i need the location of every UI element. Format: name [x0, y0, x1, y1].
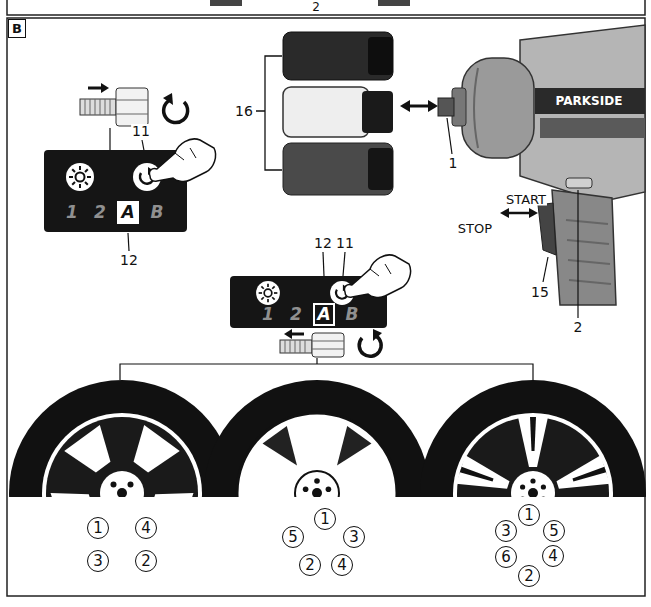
- sequence-number: 2: [524, 569, 534, 584]
- mode-letter: A: [317, 306, 330, 323]
- mode-number: B: [151, 204, 164, 221]
- sequence-number: 3: [349, 530, 359, 545]
- panel-frame: [7, 18, 645, 596]
- sequence-number: 3: [93, 554, 103, 569]
- sequence-number: 4: [141, 521, 151, 536]
- part-number: 2: [311, 1, 321, 13]
- sequence-circle: 4: [331, 554, 353, 576]
- mode-number: 2: [94, 204, 106, 221]
- sequence-number: 3: [501, 524, 511, 539]
- mode-letter: A: [121, 204, 134, 221]
- callout-number: 11: [335, 236, 355, 250]
- callout-number: 1: [448, 156, 459, 170]
- sequence-number: 1: [320, 512, 330, 527]
- mode-number: B: [346, 306, 359, 323]
- sequence-circle: 3: [343, 526, 365, 548]
- display-panel: 12 BA: [44, 150, 187, 232]
- sequence-circle: 5: [282, 526, 304, 548]
- display-panel: 12 BA: [230, 276, 387, 328]
- prev-frame: [7, 0, 645, 15]
- sequence-circle: 1: [518, 504, 540, 526]
- sequence-number: 4: [337, 558, 347, 573]
- sequence-circle: 2: [518, 565, 540, 587]
- sequence-circle: 2: [135, 550, 157, 572]
- sequence-circle: 4: [135, 517, 157, 539]
- direction-label: START: [505, 193, 547, 206]
- mode-number: 2: [290, 306, 302, 323]
- panel-icons: [230, 276, 387, 328]
- callout-number: 12: [119, 253, 139, 267]
- callout-number: 16: [234, 104, 254, 118]
- leader-lines: [110, 118, 578, 380]
- wheels: [9, 380, 646, 497]
- sequence-number: 6: [501, 550, 511, 565]
- wheel-bolt: [280, 329, 382, 357]
- sequence-circle: 6: [495, 546, 517, 568]
- mode-box: A: [313, 303, 335, 326]
- trigger-arrow: [500, 208, 538, 218]
- brand-name: PARKSIDE: [556, 95, 623, 107]
- mode-number: 1: [66, 204, 78, 221]
- sequence-circle: 3: [87, 550, 109, 572]
- callout-number: 12: [313, 236, 333, 250]
- sequence-number: 2: [305, 558, 315, 573]
- sequence-circle: 5: [543, 520, 565, 542]
- mode-number: 1: [262, 306, 274, 323]
- sequence-circle: 4: [542, 545, 564, 567]
- wheel-bolt: [80, 83, 188, 126]
- panel-letter-text: B: [12, 22, 22, 35]
- double-arrow: [400, 100, 438, 112]
- callout-number: 11: [131, 124, 151, 138]
- sequence-number: 1: [93, 521, 103, 536]
- impact-wrench: [438, 25, 645, 305]
- sequence-circle: 1: [87, 517, 109, 539]
- sequence-number: 2: [141, 554, 151, 569]
- mode-box: A: [117, 201, 139, 224]
- callout-number: 15: [530, 285, 550, 299]
- sequence-circle: 2: [299, 554, 321, 576]
- sequence-circle: 3: [495, 520, 517, 542]
- sequence-number: 1: [524, 508, 534, 523]
- sequence-number: 5: [288, 530, 298, 545]
- direction-label: STOP: [457, 222, 493, 235]
- sequence-circle: 1: [314, 508, 336, 530]
- sequence-number: 5: [549, 524, 559, 539]
- sequence-number: 4: [548, 549, 558, 564]
- sockets: [283, 32, 393, 195]
- bracket: [256, 56, 282, 170]
- panel-letter: B: [8, 19, 26, 38]
- callout-number: 2: [573, 320, 584, 334]
- panel-icons: [44, 150, 187, 232]
